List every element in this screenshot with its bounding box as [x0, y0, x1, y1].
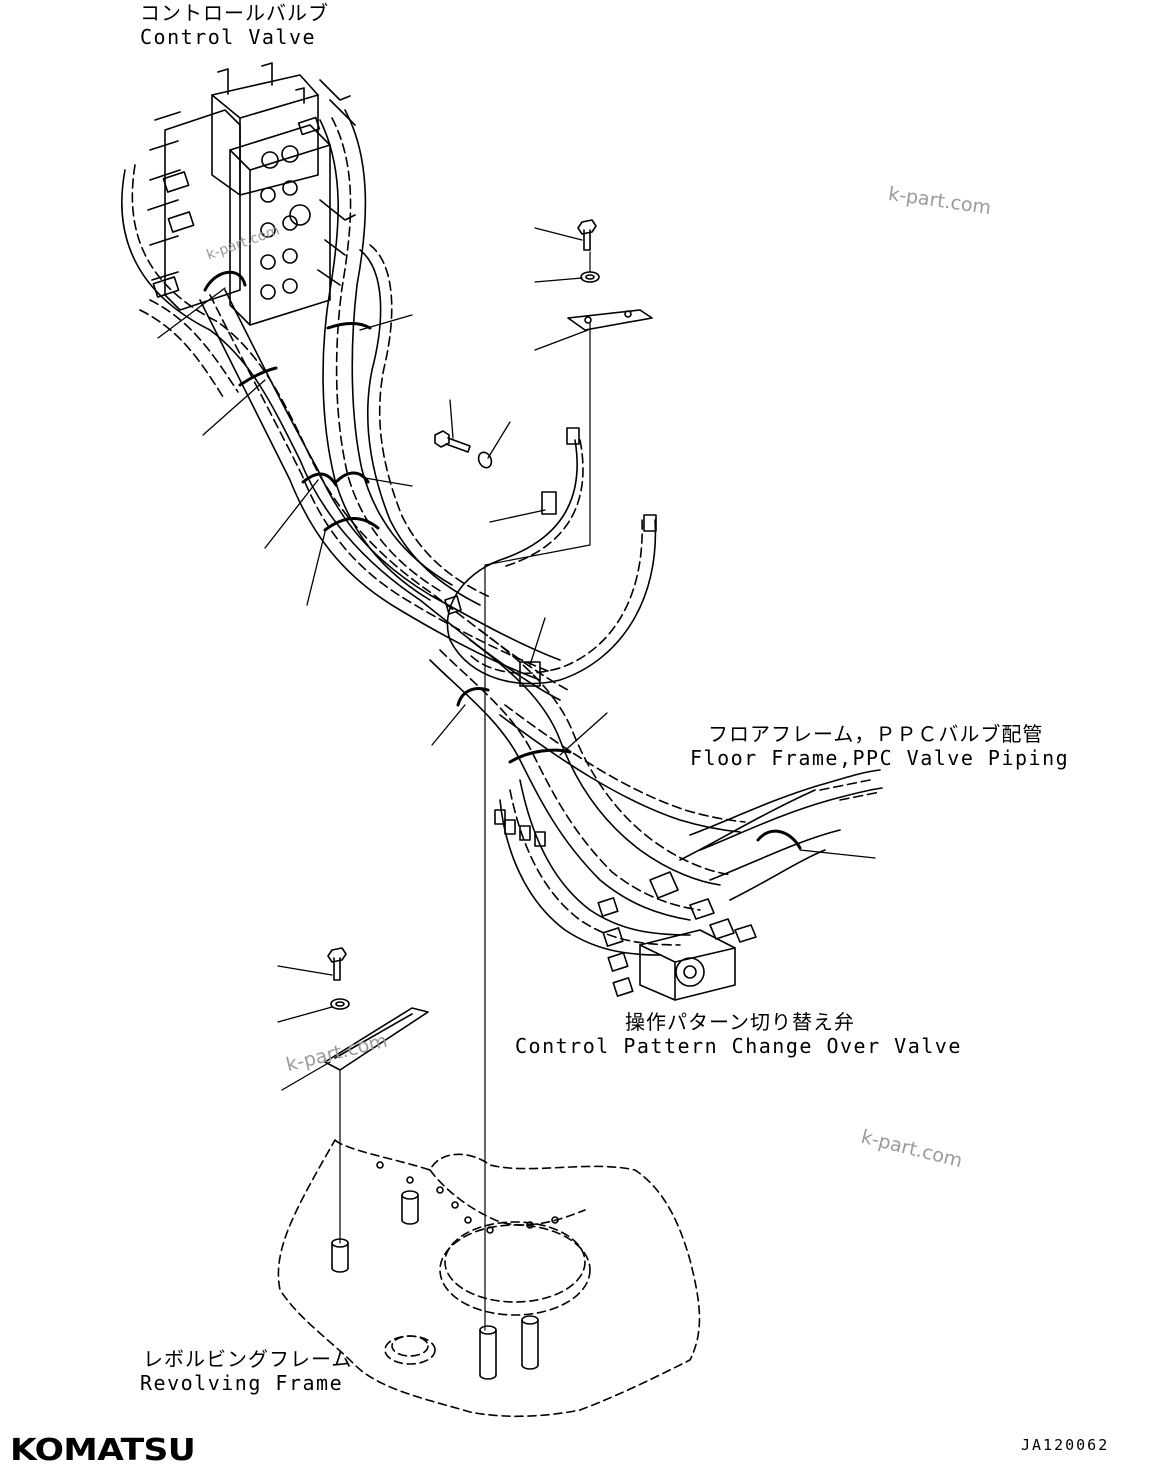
bracket-upper-right [567, 219, 653, 331]
bolt-and-washer-middle [434, 430, 493, 469]
pattern-valve-label-en: Control Pattern Change Over Valve [515, 1034, 962, 1058]
komatsu-logo: KOMATSU [10, 1433, 196, 1468]
floor-frame-label-jp: フロアフレーム，ＰＰＣバルブ配管 [708, 722, 1044, 746]
pattern-valve-label-jp: 操作パターン切り替え弁 [625, 1010, 855, 1034]
revolving-frame-label-en: Revolving Frame [140, 1371, 344, 1395]
pilot-hose-right [444, 427, 657, 685]
control-valve-label-jp: コントロールバルブ [140, 1, 329, 25]
pattern-change-valve [494, 809, 736, 1001]
hose-bundle-main [121, 109, 746, 956]
ppc-valve-piping [649, 769, 883, 943]
frame-bosses [331, 1161, 559, 1380]
control-valve-label-en: Control Valve [140, 25, 317, 49]
revolving-frame-label-jp: レボルビングフレーム [143, 1347, 353, 1371]
drawing-code: JA120062 [1021, 1436, 1110, 1454]
bracket-lower-left [324, 947, 429, 1071]
floor-frame-label-en: Floor Frame,PPC Valve Piping [690, 746, 1070, 770]
leader-lines [157, 227, 876, 1091]
hose-clip-upper [541, 491, 557, 515]
revolving-frame [277, 1139, 701, 1418]
installation-lines [339, 251, 591, 1331]
hose-clip [519, 661, 541, 687]
control-valve [147, 62, 356, 326]
